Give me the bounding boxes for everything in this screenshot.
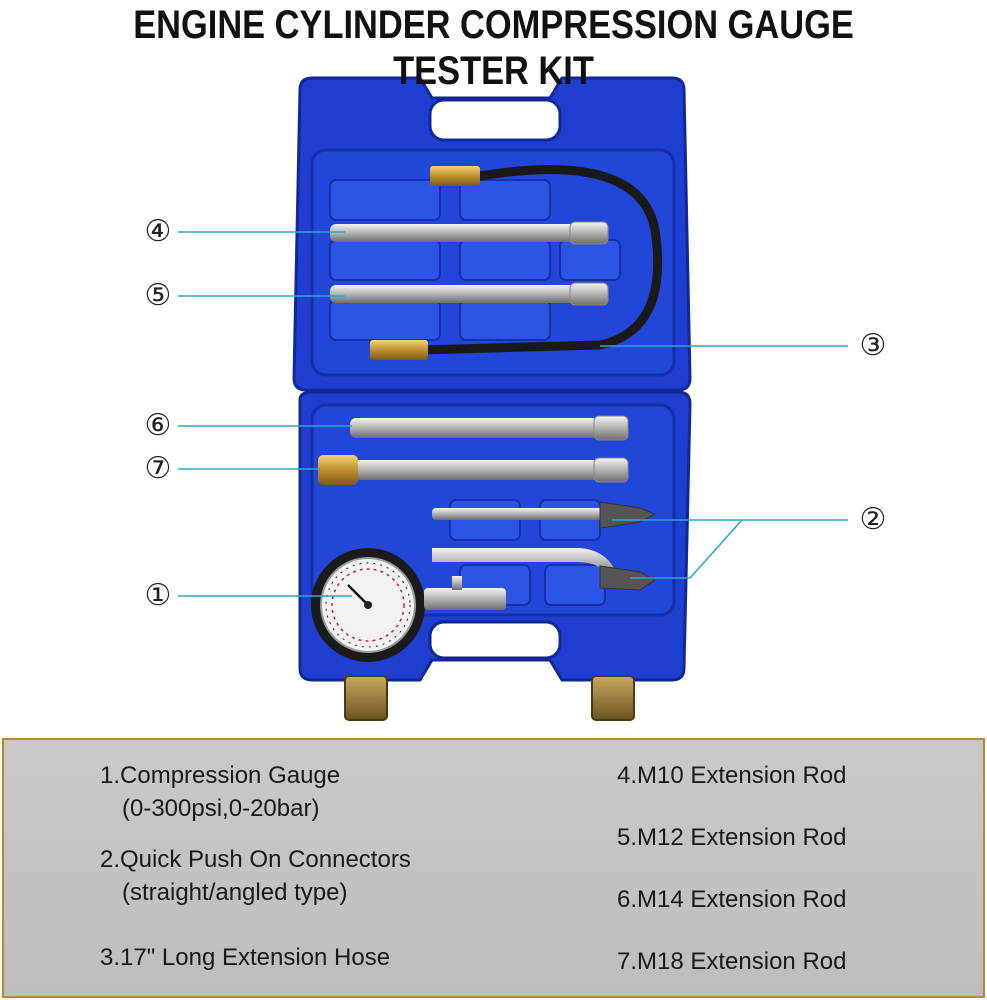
legend-item-3: 3.17" Long Extension Hose [100,944,391,971]
compression-gauge-icon [311,548,506,662]
callout-6: ⑥ [144,408,172,443]
legend-item-2-detail: (straight/angled type) [122,879,348,906]
callout-1: ① [144,578,172,613]
legend-item-6: 6.M14 Extension Rod [617,886,847,913]
callout-3: ③ [859,328,887,363]
extension-rod-icon [318,415,629,485]
legend-item-1-title: 1.Compression Gauge [100,762,341,789]
legend-item-4: 4.M10 Extension Rod [617,762,847,789]
page-title: ENGINE CYLINDER COMPRESSION GAUGE TESTER… [133,3,854,93]
callout-7: ⑦ [144,451,172,486]
callout-5: ⑤ [144,278,172,313]
legend-panel: 1.Compression Gauge (0-300psi,0-20bar) 2… [2,738,985,998]
legend-item-5: 5.M12 Extension Rod [617,824,847,851]
latch-icon [344,675,635,721]
legend-item-1-detail: (0-300psi,0-20bar) [122,795,320,822]
legend-item-2-title: 2.Quick Push On Connectors [100,846,411,873]
extension-hose-icon [370,165,663,360]
callout-2: ② [859,502,887,537]
product-illustration [178,76,848,721]
extension-rod-icon [330,221,609,306]
push-connector-icon [432,501,657,591]
callout-4: ④ [144,214,172,249]
legend-item-7: 7.M18 Extension Rod [617,948,847,975]
leader-lines [178,231,848,597]
